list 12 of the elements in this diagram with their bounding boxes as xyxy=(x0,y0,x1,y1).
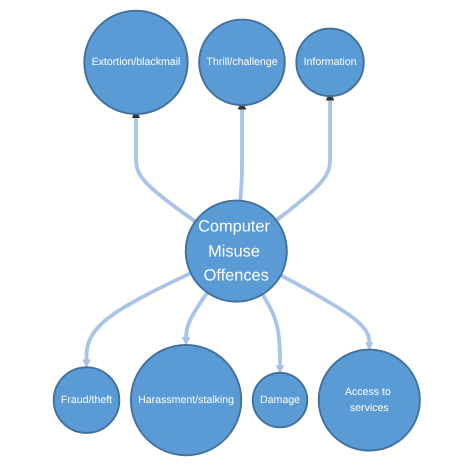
arrow xyxy=(280,273,374,350)
arrow xyxy=(261,292,284,373)
node-circle: Damage xyxy=(252,371,308,428)
node-circle: Access to services xyxy=(318,348,422,452)
node-circle: Extortion/blackmail xyxy=(84,9,189,114)
arrow xyxy=(182,291,210,345)
node-circle: Harassment/stalking xyxy=(130,343,242,456)
node-circle: Information xyxy=(296,27,365,96)
arrow xyxy=(82,270,192,368)
node-circle: Computer Misuse Offences xyxy=(185,199,288,302)
node-circle: Thrill/challenge xyxy=(198,18,286,106)
node-circle: Fraud/theft xyxy=(52,366,121,434)
